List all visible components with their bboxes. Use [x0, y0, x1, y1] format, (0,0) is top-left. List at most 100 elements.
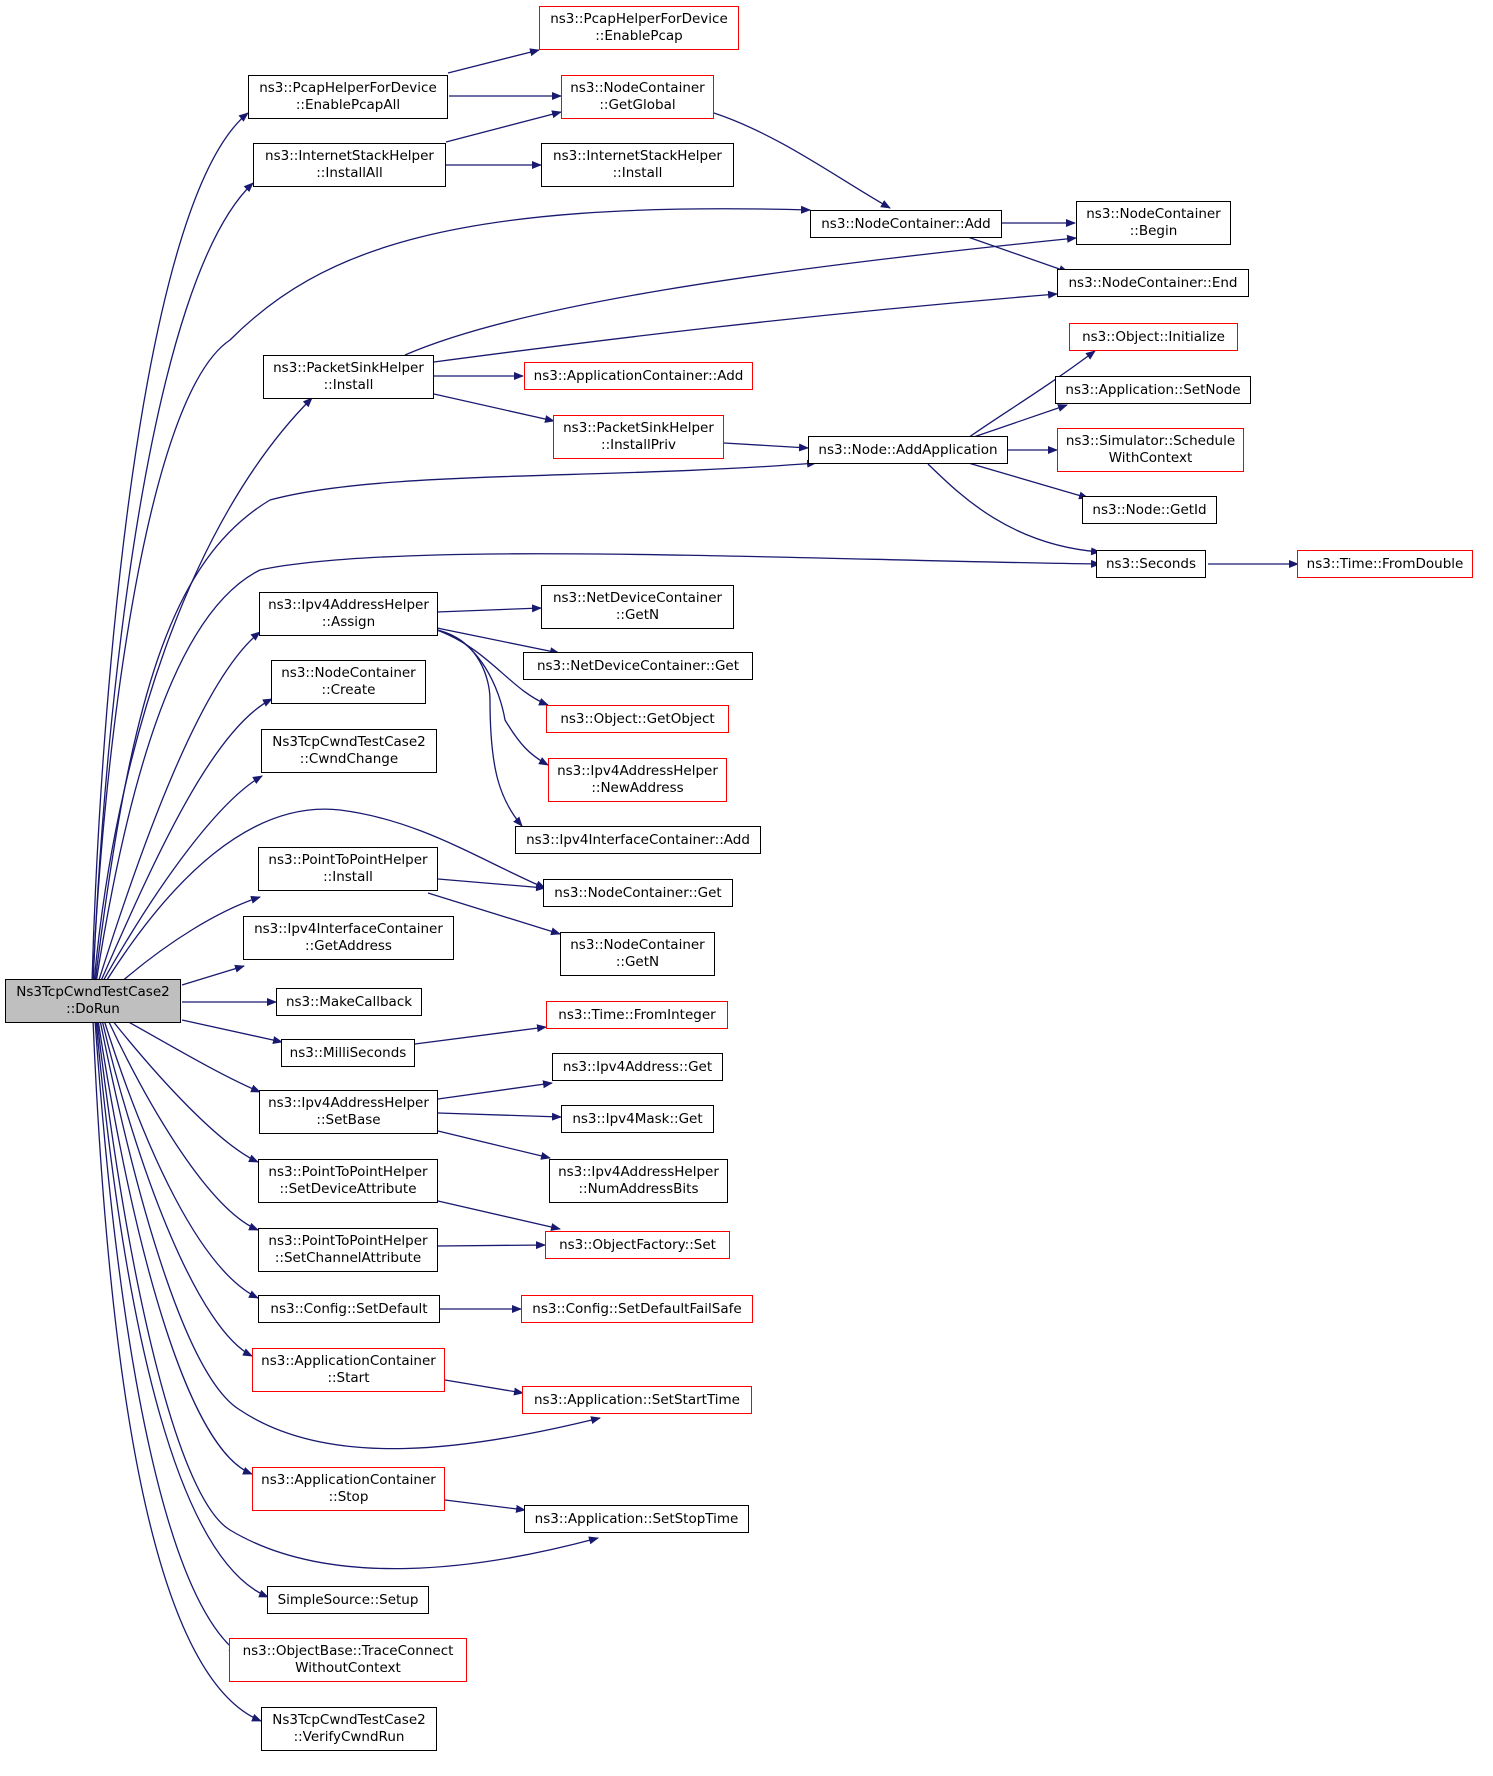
node-obj-getobject[interactable]: ns3::Object::GetObject — [546, 705, 729, 733]
node-simplesource-setup[interactable]: SimpleSource::Setup — [267, 1586, 429, 1614]
edge-root-p2p-setdevattr — [111, 1019, 259, 1163]
edge-setchanattr-objfactory-set — [437, 1241, 546, 1250]
edge-root-appc-stop — [97, 1019, 253, 1475]
node-obj-initialize[interactable]: ns3::Object::Initialize — [1069, 323, 1238, 351]
node-line: ns3::Object::Initialize — [1082, 328, 1225, 345]
node-line: ::InstallAll — [316, 165, 383, 181]
node-line: ::Install — [323, 377, 374, 393]
node-milliseconds[interactable]: ns3::MilliSeconds — [281, 1039, 415, 1067]
edge-milliseconds-frominteger — [414, 1024, 547, 1045]
node-nc-add[interactable]: ns3::NodeContainer::Add — [810, 210, 1002, 238]
node-line: ns3::MilliSeconds — [289, 1044, 407, 1061]
node-ndc-get[interactable]: ns3::NetDeviceContainer::Get — [523, 652, 753, 680]
node-nc-create[interactable]: ns3::NodeContainer ::Create — [271, 660, 426, 704]
node-objbase-traceconnect[interactable]: ns3::ObjectBase::TraceConnect WithoutCon… — [229, 1638, 467, 1682]
node-line: ns3::InternetStackHelper — [265, 148, 434, 164]
node-line: ns3::Ipv4AddressHelper — [558, 1164, 719, 1180]
node-p2p-install[interactable]: ns3::PointToPointHelper ::Install — [258, 847, 438, 891]
edge-assign-ndc-getn — [436, 604, 542, 613]
node-line: ns3::PcapHelperForDevice — [550, 11, 728, 27]
node-line: ns3::Config::SetDefaultFailSafe — [532, 1300, 742, 1317]
edge-root-appc-start — [101, 1019, 253, 1357]
edge-root-simplesource-setup — [95, 1019, 269, 1598]
edge-root-ipv4ah-setbase — [124, 1019, 261, 1093]
node-ipv4ic-getaddress[interactable]: ns3::Ipv4InterfaceContainer ::GetAddress — [243, 916, 454, 960]
edge-root-enablepcapall — [91, 112, 249, 984]
node-nc-get[interactable]: ns3::NodeContainer::Get — [543, 879, 733, 907]
edge-root-p2p-setchanattr — [107, 1019, 259, 1231]
node-line: ::GetN — [615, 607, 660, 623]
edge-root-nc-create — [99, 698, 273, 984]
node-line: ns3::NetDeviceContainer — [552, 590, 723, 606]
node-makecallback[interactable]: ns3::MakeCallback — [276, 988, 422, 1016]
edge-root-node-addapp — [94, 459, 817, 984]
node-config-setdefault[interactable]: ns3::Config::SetDefault — [258, 1295, 440, 1323]
node-ipv4mask-get[interactable]: ns3::Ipv4Mask::Get — [561, 1105, 714, 1133]
node-pcap-enablepcapall[interactable]: ns3::PcapHelperForDevice ::EnablePcapAll — [248, 75, 448, 119]
node-line: ns3::ApplicationContainer — [261, 1353, 436, 1369]
edge-node-addapp-initialize — [964, 350, 1096, 441]
node-line: ns3::NodeContainer::Get — [554, 884, 722, 901]
node-line: ns3::Ipv4Mask::Get — [572, 1110, 703, 1127]
node-p2p-setchanattr[interactable]: ns3::PointToPointHelper ::SetChannelAttr… — [258, 1228, 438, 1272]
node-nc-begin[interactable]: ns3::NodeContainer ::Begin — [1076, 201, 1231, 245]
node-line: ::GetN — [615, 954, 660, 970]
node-ndc-getn[interactable]: ns3::NetDeviceContainer ::GetN — [541, 585, 734, 629]
edge-getglobal-nc-add — [713, 112, 891, 209]
node-ish-install[interactable]: ns3::InternetStackHelper ::Install — [541, 143, 734, 187]
node-line: Ns3TcpCwndTestCase2 — [272, 734, 426, 750]
node-appc-stop[interactable]: ns3::ApplicationContainer ::Stop — [252, 1467, 445, 1511]
edge-psh-install-end — [433, 290, 1058, 363]
node-verifycwndrun[interactable]: Ns3TcpCwndTestCase2 ::VerifyCwndRun — [261, 1707, 437, 1751]
node-nc-getglobal[interactable]: ns3::NodeContainer ::GetGlobal — [561, 75, 714, 119]
node-line: ::Assign — [321, 614, 376, 630]
node-line: WithContext — [1108, 450, 1193, 466]
node-ipv4ah-assign[interactable]: ns3::Ipv4AddressHelper ::Assign — [259, 592, 438, 636]
node-seconds[interactable]: ns3::Seconds — [1096, 550, 1206, 578]
node-sim-schedule[interactable]: ns3::Simulator::Schedule WithContext — [1057, 428, 1244, 472]
node-line: ::Create — [321, 682, 376, 698]
node-line: ns3::Ipv4AddressHelper — [268, 597, 429, 613]
edge-root-seconds — [95, 553, 1101, 984]
node-line: ::Install — [323, 869, 373, 885]
node-line: ::SetChannelAttribute — [274, 1250, 422, 1266]
node-line: ::NewAddress — [591, 780, 684, 796]
node-time-frominteger[interactable]: ns3::Time::FromInteger — [546, 1001, 728, 1029]
edge-appc-start-setstarttime — [444, 1379, 524, 1396]
node-ipv4addr-get[interactable]: ns3::Ipv4Address::Get — [552, 1053, 723, 1081]
edge-p2p-install-nc-get — [437, 878, 546, 892]
node-line: ns3::Seconds — [1106, 555, 1196, 572]
node-ipv4ah-newaddress[interactable]: ns3::Ipv4AddressHelper ::NewAddress — [548, 758, 727, 802]
node-app-setstoptime[interactable]: ns3::Application::SetStopTime — [524, 1505, 749, 1533]
node-appc-add[interactable]: ns3::ApplicationContainer::Add — [524, 362, 753, 390]
node-node-addapp[interactable]: ns3::Node::AddApplication — [808, 436, 1008, 464]
node-line: ns3::Node::GetId — [1092, 501, 1207, 518]
node-ish-installall[interactable]: ns3::InternetStackHelper ::InstallAll — [253, 143, 446, 187]
root-node-dorun: Ns3TcpCwndTestCase2 ::DoRun — [5, 979, 181, 1023]
node-time-fromdouble[interactable]: ns3::Time::FromDouble — [1297, 550, 1473, 578]
node-p2p-setdevattr[interactable]: ns3::PointToPointHelper ::SetDeviceAttri… — [258, 1159, 438, 1203]
node-config-setdefaultfailsafe[interactable]: ns3::Config::SetDefaultFailSafe — [521, 1295, 753, 1323]
node-psh-install[interactable]: ns3::PacketSinkHelper ::Install — [263, 355, 434, 399]
node-ipv4ah-numaddrbits[interactable]: ns3::Ipv4AddressHelper ::NumAddressBits — [549, 1159, 728, 1203]
node-app-setstarttime[interactable]: ns3::Application::SetStartTime — [522, 1386, 752, 1414]
edge-root-app-setstarttime — [99, 1019, 601, 1450]
node-line: ::GetAddress — [305, 938, 392, 954]
node-ipv4ah-setbase[interactable]: ns3::Ipv4AddressHelper ::SetBase — [259, 1090, 438, 1134]
edge-setbase-ipv4addr-get — [437, 1080, 553, 1100]
node-objfactory-set[interactable]: ns3::ObjectFactory::Set — [545, 1231, 730, 1259]
node-ipv4ic-add[interactable]: ns3::Ipv4InterfaceContainer::Add — [515, 826, 761, 854]
node-app-setnode[interactable]: ns3::Application::SetNode — [1055, 376, 1251, 404]
node-appc-start[interactable]: ns3::ApplicationContainer ::Start — [252, 1348, 445, 1392]
node-nc-getn[interactable]: ns3::NodeContainer ::GetN — [560, 932, 715, 976]
node-line: ns3::NodeContainer::End — [1068, 274, 1238, 291]
node-nc-end[interactable]: ns3::NodeContainer::End — [1057, 269, 1249, 297]
edge-assign-ipv4ic-add — [436, 629, 523, 827]
node-pcap-enablepcap[interactable]: ns3::PcapHelperForDevice ::EnablePcap — [539, 6, 739, 50]
edge-nc-add-end — [964, 235, 1069, 273]
edge-installall-getglobal — [445, 110, 562, 143]
node-psh-installpriv[interactable]: ns3::PacketSinkHelper ::InstallPriv — [553, 415, 724, 459]
node-cwndchange[interactable]: Ns3TcpCwndTestCase2 ::CwndChange — [261, 729, 437, 773]
node-node-getid[interactable]: ns3::Node::GetId — [1082, 496, 1217, 524]
edge-setdevattr-objfactory-set — [437, 1200, 561, 1231]
